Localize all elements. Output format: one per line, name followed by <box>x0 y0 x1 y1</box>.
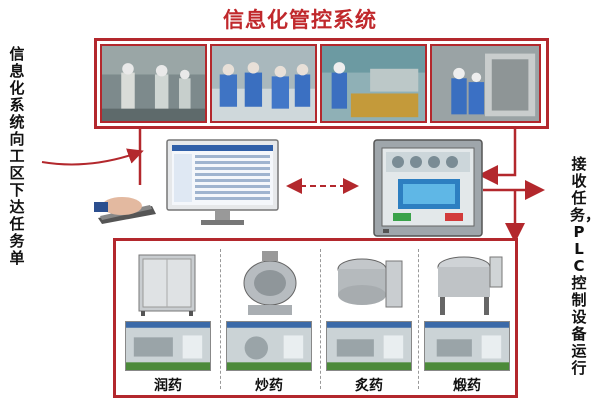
task-arrow-line <box>42 152 140 164</box>
roasting-monitor-screen <box>326 321 412 371</box>
station-roasting: 炙药 <box>320 247 418 393</box>
station-label-calcining: 煅药 <box>418 375 516 395</box>
workshop-photo-4 <box>430 44 541 123</box>
workshop-photo-3 <box>320 44 427 123</box>
keyboard-typing-image <box>92 192 158 224</box>
calcining-monitor-screen <box>424 321 510 371</box>
stir-frying-machine-image <box>228 247 312 317</box>
strip-to-plc-line <box>483 128 515 175</box>
plc-touch-panel <box>373 139 483 237</box>
right-caption: 接收任务，PLC控制设备运行 <box>570 156 588 377</box>
station-label-stir-frying: 炒药 <box>220 375 318 395</box>
station-moistening: 润药 <box>119 247 217 393</box>
station-label-roasting: 炙药 <box>320 375 418 395</box>
computer-monitor <box>165 138 280 230</box>
diagram-title: 信息化管控系统 <box>0 4 600 34</box>
station-stir-frying: 炒药 <box>220 247 318 393</box>
workshop-photo-2 <box>210 44 317 123</box>
calcining-machine-image <box>426 247 510 317</box>
roasting-machine-image <box>328 247 412 317</box>
station-calcining: 煅药 <box>418 247 516 393</box>
left-caption: 信息化系统向工区下达任务单 <box>8 46 26 267</box>
equipment-panel: 润药 炒药 <box>113 238 518 398</box>
moistening-machine-image <box>127 247 211 317</box>
station-label-moistening: 润药 <box>119 375 217 395</box>
workshop-photo-1 <box>100 44 207 123</box>
workshop-photo-strip <box>94 38 549 129</box>
moistening-monitor-screen <box>125 321 211 371</box>
stir-frying-monitor-screen <box>226 321 312 371</box>
